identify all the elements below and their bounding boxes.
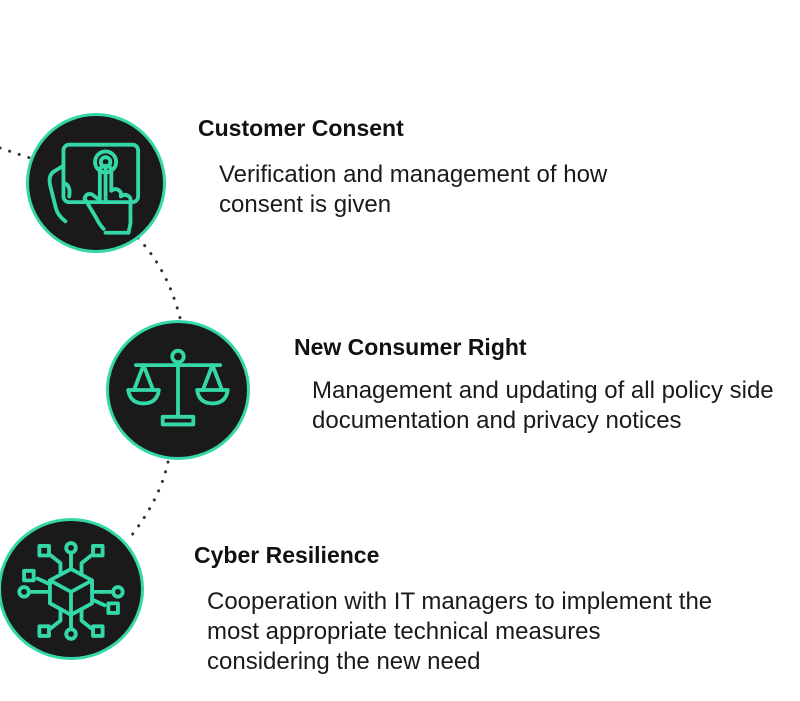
new-consumer-right-badge [106,320,250,460]
cyber-resilience-badge [0,518,144,660]
item-description: Cooperation with IT managers to implemen… [207,588,713,675]
touch-tablet-icon [47,142,141,235]
item-title: New Consumer Right [294,334,527,360]
balance-scale-icon [126,348,230,427]
item-description: Verification and management of how conse… [219,161,608,218]
item-title: Cyber Resilience [194,542,380,568]
item-description: Management and updating of all policy si… [312,377,774,434]
item-title: Customer Consent [198,115,404,141]
customer-consent-badge [26,113,166,253]
network-cube-icon [17,541,125,641]
